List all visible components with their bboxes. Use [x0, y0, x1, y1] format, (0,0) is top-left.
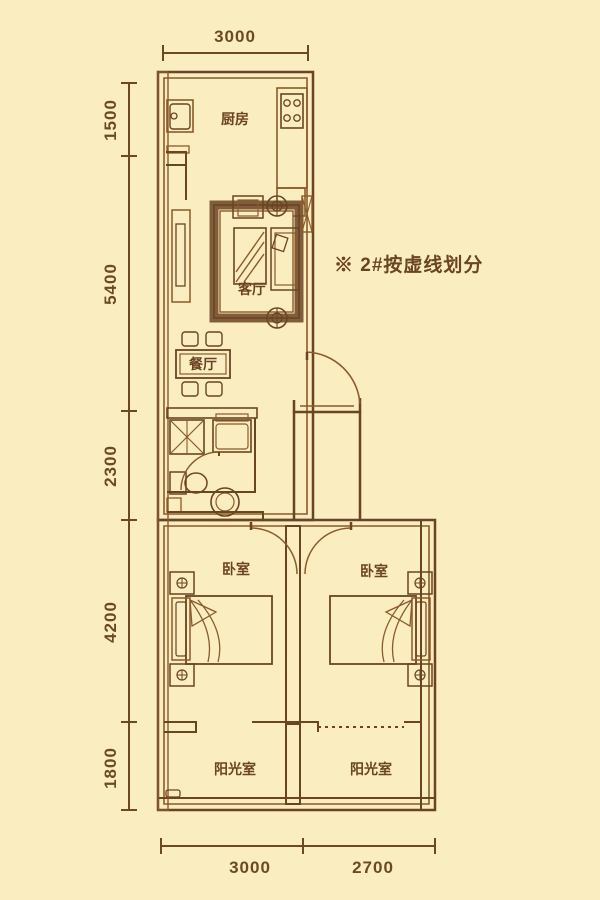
room-label-sunroom-1: 阳光室 — [214, 761, 256, 777]
bathroom-area — [166, 407, 264, 520]
dim-bottom-3000: 3000 — [229, 858, 271, 877]
living-room-area: 客厅 — [171, 195, 313, 329]
sunroom-area: 阳光室 阳光室 — [164, 721, 421, 805]
bedroom-2-area: 卧室 — [304, 522, 433, 687]
room-label-bedroom-1: 卧室 — [222, 561, 250, 577]
dim-left-2300: 2300 — [101, 445, 120, 487]
dim-left-1800: 1800 — [101, 747, 120, 789]
room-label-living: 客厅 — [237, 281, 266, 297]
dim-left-1500: 1500 — [101, 99, 120, 141]
dimension-bottom: 3000 2700 — [160, 838, 436, 877]
exterior-walls — [156, 70, 437, 812]
room-label-sunroom-2: 阳光室 — [350, 761, 392, 777]
entry-hall — [292, 351, 362, 520]
dimension-top: 3000 — [162, 27, 309, 61]
dim-bottom-2700: 2700 — [352, 858, 394, 877]
dim-left-4200: 4200 — [101, 601, 120, 643]
bedroom-1-area: 卧室 — [169, 522, 301, 725]
room-label-kitchen: 厨房 — [221, 111, 249, 127]
kitchen-area: 厨房 — [166, 87, 308, 217]
dimension-left: 1500 5400 2300 4200 1800 — [101, 82, 137, 811]
dim-left-5400: 5400 — [101, 263, 120, 305]
room-label-dining: 餐厅 — [188, 356, 217, 372]
room-label-bedroom-2: 卧室 — [360, 563, 388, 579]
dining-area: 餐厅 — [175, 331, 231, 397]
dim-top-3000: 3000 — [214, 27, 256, 46]
plan-note: ※ 2#按虚线划分 — [334, 255, 484, 276]
